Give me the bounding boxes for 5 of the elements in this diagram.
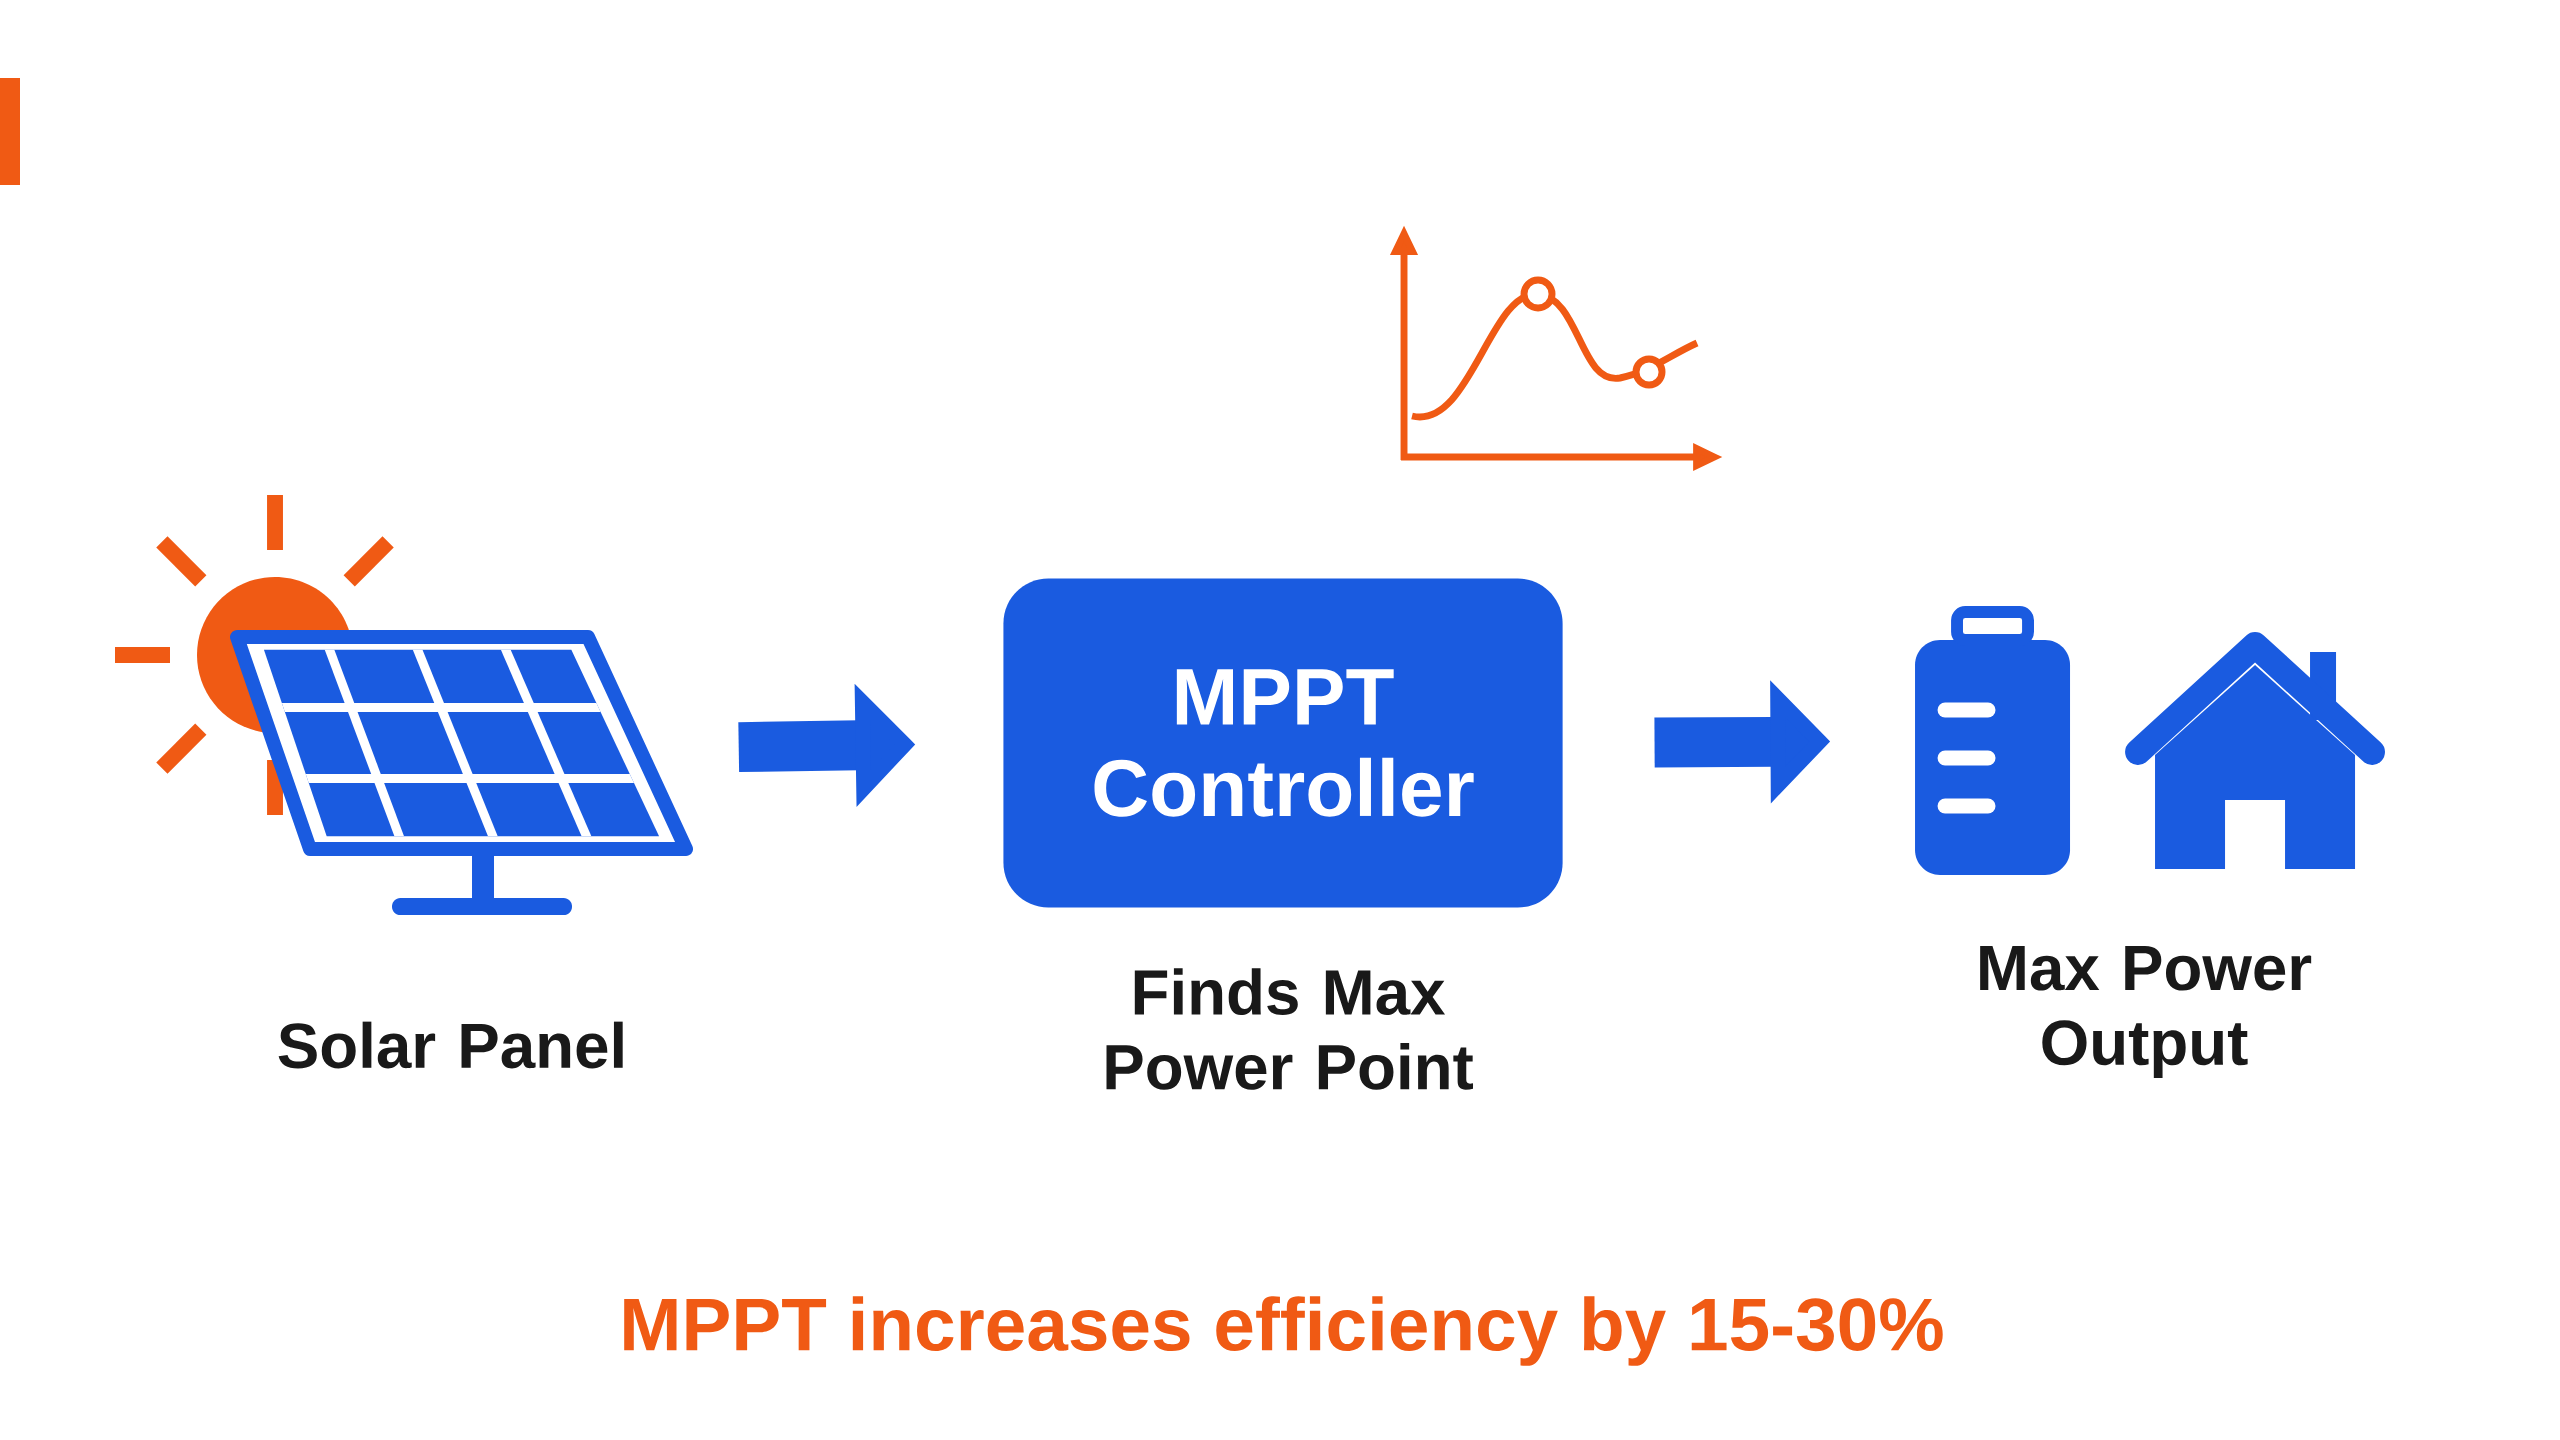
node-caption: Solar Panel (278, 1021, 623, 1069)
node-caption: Max Power Output (1980, 946, 2312, 1078)
process-box: MPPT Controller (1003, 578, 1563, 908)
caption: MPPT increases efficiency by 15-30% (624, 1296, 1943, 1366)
node-caption: Finds Max Power Point (1106, 968, 1473, 1090)
